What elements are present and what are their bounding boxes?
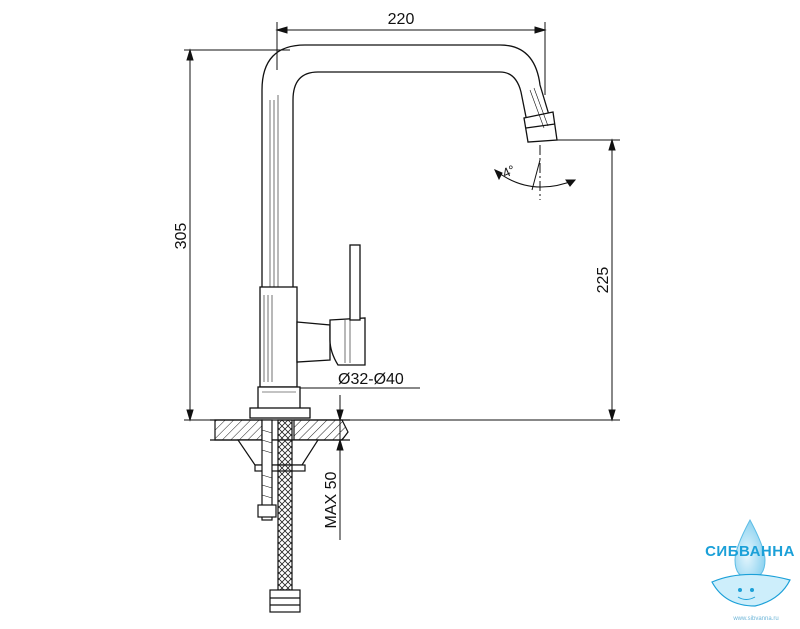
sibvanna-logo: СИБВАННА www.sibvanna.ru (705, 518, 795, 622)
spout (261, 44, 558, 288)
faucet-body (249, 244, 366, 419)
mounting-hardware (236, 419, 320, 613)
dim-spout-reach: 220 (388, 11, 415, 28)
dimension-lines (184, 22, 620, 540)
logo-url: www.sibvanna.ru (732, 616, 778, 622)
dim-swivel-angle: 4° (500, 162, 518, 181)
dim-outlet-height: 225 (595, 267, 612, 294)
swivel-indicator (494, 145, 577, 200)
dim-max-thickness: MAX 50 (323, 471, 340, 528)
logo-name: СИБВАННА (705, 543, 795, 560)
dim-hole-diameter: Ø32-Ø40 (338, 371, 404, 388)
dim-total-height: 305 (173, 223, 190, 250)
